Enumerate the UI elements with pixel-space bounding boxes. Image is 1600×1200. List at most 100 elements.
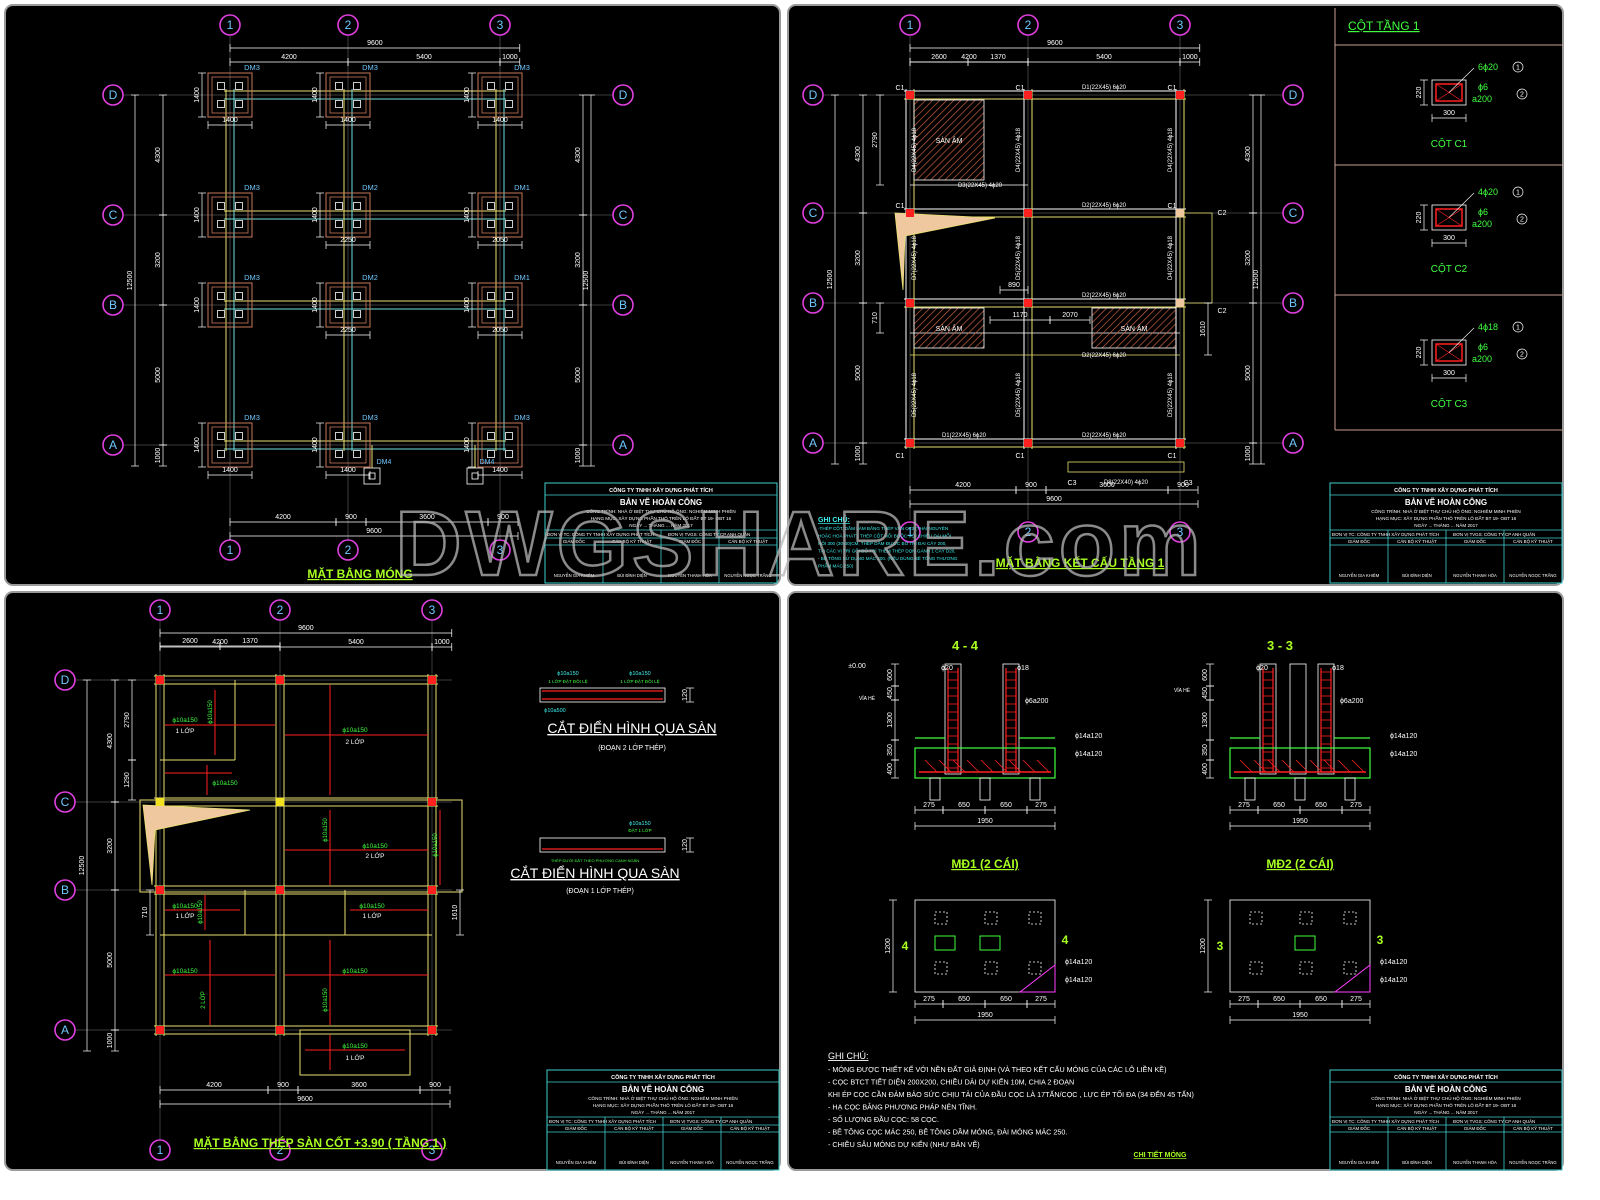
- dimension-text: 275: [1350, 802, 1362, 809]
- note-line: - HẠ CỌC BẰNG PHƯƠNG PHÁP NÉN TĨNH.: [828, 1103, 977, 1112]
- grid-bubble: A: [612, 434, 634, 456]
- dimension-text: 4300: [1245, 146, 1252, 162]
- dimension-text: 5400: [348, 639, 364, 646]
- pile: [487, 310, 495, 318]
- dimension-text: 1610: [452, 905, 459, 921]
- grid-bubble: 1: [899, 521, 921, 543]
- label: CÁN BỘ KỸ THUẬT: [612, 539, 652, 544]
- dimension-text: 650: [1315, 802, 1327, 809]
- dimension-text: 12500: [1253, 270, 1260, 290]
- label: NGUYỄN NGỌC TRẮNG: [724, 573, 771, 578]
- dimension-text: 1400: [312, 207, 319, 223]
- grid-bubble-label: 1: [907, 525, 914, 539]
- pile: [235, 202, 243, 210]
- label: 1 LỚP ĐẶT ĐÔI LỆ: [620, 677, 659, 684]
- pile-dashed: [1028, 961, 1042, 975]
- rebar-label: ϕ10a150: [342, 968, 368, 975]
- grid-bubble-circle: [102, 434, 124, 456]
- footing-inner: [481, 426, 519, 464]
- label: GIÁM ĐỐC: [1464, 1126, 1486, 1131]
- label: ĐƠN VỊ TC: CÔNG TY TNHH XÂY DỰNG PHÁT TÍ…: [549, 1119, 656, 1124]
- pile: [1294, 777, 1306, 801]
- pile: [217, 202, 225, 210]
- column-label: C1: [1168, 203, 1177, 210]
- grid-bubble: A: [1282, 432, 1304, 454]
- footing-label: DM3: [244, 413, 260, 422]
- dimension-text: 1400: [492, 117, 508, 124]
- pile: [217, 220, 225, 228]
- dimension-text: 220: [1416, 212, 1423, 224]
- grid-bubble-circle: [269, 599, 291, 621]
- rebar-label: 1 LỚP: [176, 726, 195, 735]
- label: NGUYỄN NGỌC TRẮNG: [726, 1160, 773, 1165]
- grid-bubble-circle: [421, 599, 443, 621]
- rebar-diagonal: [1323, 759, 1337, 773]
- dimension-text: 9600: [1047, 40, 1063, 47]
- label: 2: [1520, 92, 1524, 99]
- label: HẠNG MỤC: XÂY DỰNG PHẦN THÔ TRÊN LÔ ĐẤT …: [1376, 514, 1517, 521]
- stair-slab: [299, 1029, 411, 1076]
- column: [428, 676, 436, 684]
- pile: [353, 292, 361, 300]
- grid-bubble-label: D: [619, 88, 628, 102]
- sunken-slab: [1091, 307, 1177, 349]
- pile: [217, 450, 225, 458]
- grid-bubble-label: 3: [497, 543, 504, 557]
- pile-dashed: [984, 961, 998, 975]
- dimension-text: 1000: [107, 1033, 114, 1049]
- dimension-text: 1400: [194, 87, 201, 103]
- dimension-text: 4300: [855, 146, 862, 162]
- grid-bubble: 3: [421, 1139, 443, 1161]
- tie-rebar: ϕ6: [1478, 82, 1488, 92]
- label: 1: [1516, 325, 1520, 332]
- pile-dashed: [1249, 961, 1263, 975]
- column: [156, 676, 164, 684]
- dimension-text: 1950: [977, 818, 993, 825]
- note-line: - SỐ LƯỢNG ĐẦU CỌC: 58 CỌC.: [828, 1114, 939, 1124]
- dimension-text: 12500: [127, 271, 134, 291]
- beam-label: D2(22X45) 6ϕ20: [1082, 353, 1127, 359]
- pile: [505, 432, 513, 440]
- pile: [505, 202, 513, 210]
- note-line: PHẨM MÁC 250): [818, 563, 854, 569]
- footing-inner: [211, 286, 249, 324]
- grid-bubble-circle: [102, 84, 124, 106]
- label: GIÁM ĐỐC: [1348, 539, 1370, 544]
- label: CÔNG TRÌNH: NHÀ Ở BIỆT THỰ CHỦ HỘ ÔNG: N…: [1371, 507, 1521, 514]
- label: ĐƠN VỊ TC: CÔNG TY TNHH XÂY DỰNG PHÁT TÍ…: [1332, 1119, 1439, 1124]
- footing-label: DM4: [377, 459, 392, 466]
- footing-inner: [211, 196, 249, 234]
- dimension-text: 275: [1035, 996, 1047, 1003]
- label: ĐƠN VỊ TC: CÔNG TY TNHH XÂY DỰNG PHÁT TÍ…: [547, 532, 654, 537]
- beam-label: D2(22X45) 6ϕ20: [1082, 433, 1127, 439]
- dimension-text: 3200: [575, 252, 582, 268]
- grid-bubble: 2: [269, 599, 291, 621]
- grid-bubble-label: C: [109, 208, 118, 222]
- pedestal: [1002, 663, 1020, 775]
- label: ϕ10a150: [557, 671, 578, 677]
- sunken-slab: [913, 99, 985, 181]
- grid-bubble: D: [54, 669, 76, 691]
- pile-dashed: [1028, 911, 1042, 925]
- dimension-text: 4300: [155, 147, 162, 163]
- dimension-text: 650: [1273, 802, 1285, 809]
- grid-bubble-label: B: [109, 298, 117, 312]
- beam-label: D5(22X45) 4ϕ18: [912, 372, 918, 417]
- label: ϕ18: [1332, 665, 1344, 672]
- column-label: C1: [896, 203, 905, 210]
- rebar-label: ϕ10a150: [172, 903, 198, 910]
- footing-outline: [477, 282, 523, 328]
- dimension-text: 1170: [1012, 312, 1027, 319]
- dimension-text: 1400: [464, 297, 471, 313]
- column: [276, 886, 284, 894]
- dimension-text: 1400: [194, 297, 201, 313]
- dimension-text: 600: [887, 669, 894, 681]
- pile: [217, 292, 225, 300]
- grid-bubble: D: [102, 84, 124, 106]
- section-title: CẮT ĐIỂN HÌNH QUA SÀN: [510, 864, 679, 881]
- dimension-text: 4200: [281, 54, 297, 61]
- grid-bubble-circle: [612, 84, 634, 106]
